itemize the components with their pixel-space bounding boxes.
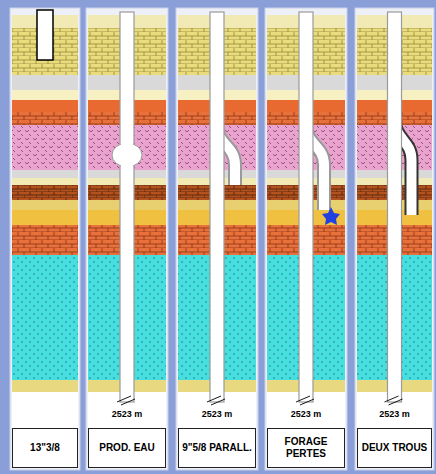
case-label-box: PROD. EAU [88, 428, 166, 468]
depth-label: 2523 m [200, 409, 235, 419]
rock-layer [12, 112, 78, 125]
case-label-box: DEUX TROUS [357, 428, 432, 468]
column-frame [355, 8, 434, 470]
washout-fill [121, 140, 133, 170]
column-frame [176, 8, 258, 470]
rock-layer [12, 90, 78, 100]
column-frame [10, 8, 80, 470]
case-label-box: 13"3/8 [12, 428, 78, 468]
td-hatch [385, 396, 403, 405]
column-frame [265, 8, 347, 470]
case-label: 9"5/8 PARALL. [180, 440, 254, 457]
borehole [388, 12, 402, 402]
depth-label: 2523 m [377, 409, 412, 419]
borehole [210, 12, 224, 402]
depth-label: 2523 m [110, 409, 145, 419]
casing-shaft [37, 10, 53, 60]
column-base [88, 392, 166, 428]
depth-label: 2523 m [289, 409, 324, 419]
rock-layer [12, 75, 78, 90]
rock-layer [12, 125, 78, 170]
rock-layer [12, 185, 78, 200]
column-base [178, 392, 256, 428]
rock-layer [12, 170, 78, 178]
case-label: 13"3/8 [28, 440, 62, 457]
rock-layer [12, 210, 78, 225]
loss-marker [322, 207, 340, 225]
column-base [357, 392, 432, 428]
case-label-box: 9"5/8 PARALL. [178, 428, 256, 468]
rock-layer [12, 255, 78, 380]
column-frame [86, 8, 168, 470]
case-label: FORAGE PERTES [268, 434, 344, 463]
rock-layer [12, 178, 78, 185]
case-label: DEUX TROUS [360, 440, 430, 457]
rock-layer [12, 100, 78, 112]
rock-layer [12, 200, 78, 210]
borehole [120, 12, 134, 402]
rock-layer [12, 380, 78, 392]
td-hatch [207, 396, 225, 405]
borehole [299, 12, 313, 402]
column-base [267, 392, 345, 428]
case-label: PROD. EAU [97, 440, 157, 457]
rock-layer [12, 225, 78, 255]
td-hatch [296, 396, 314, 405]
case-label-box: FORAGE PERTES [267, 428, 345, 468]
td-hatch [117, 396, 135, 405]
column-base [12, 392, 78, 428]
